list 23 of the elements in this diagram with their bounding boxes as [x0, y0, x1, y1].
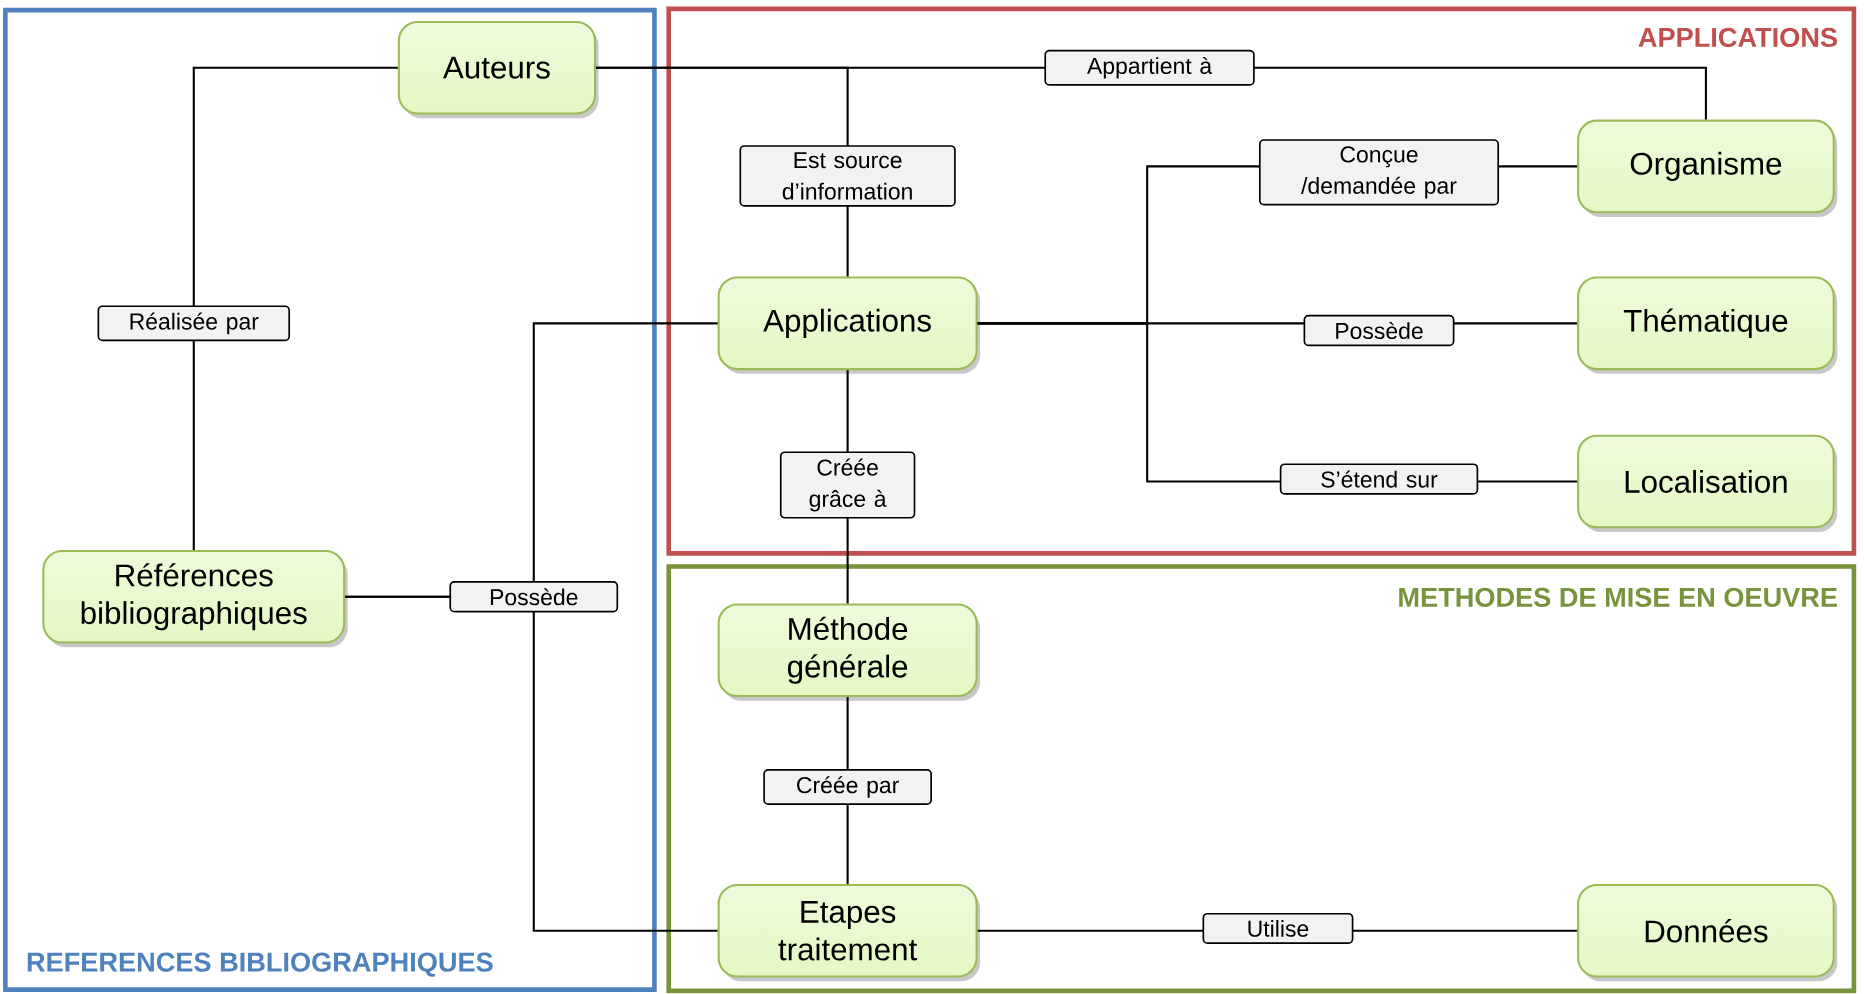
edge-label: Possède: [449, 581, 619, 613]
edge-label: Conçue /demandée par: [1258, 139, 1500, 206]
concept-box: Etapes traitement: [717, 884, 978, 978]
edge-label: Utilise: [1202, 912, 1354, 945]
concept-box: Données: [1577, 884, 1835, 978]
concept-box: Auteurs: [397, 21, 597, 115]
concept-box: Localisation: [1577, 434, 1835, 529]
concept-box: Applications: [717, 276, 978, 371]
edge-label: S’étend sur: [1279, 463, 1479, 495]
group-heading: APPLICATIONS: [1638, 27, 1837, 48]
concept-box: Organisme: [1577, 119, 1835, 214]
group-heading: METHODES DE MISE EN OEUVRE: [1399, 587, 1837, 608]
edge-label: Créée par: [763, 769, 932, 805]
edge-label: Possède: [1303, 314, 1455, 347]
concept-box: Références bibliographiques: [42, 550, 346, 644]
edge-label: Créée grâce à: [779, 451, 916, 519]
connector-line: [192, 66, 398, 551]
edge-label: Appartient à: [1044, 49, 1255, 86]
concept-box: Thématique: [1577, 276, 1835, 371]
edge-label: Est source d’information: [739, 145, 956, 207]
concept-box: Méthode générale: [717, 603, 978, 698]
edge-label: Réalisée par: [97, 305, 291, 342]
group-heading: REFERENCES BIBLIOGRAPHIQUES: [27, 952, 493, 977]
